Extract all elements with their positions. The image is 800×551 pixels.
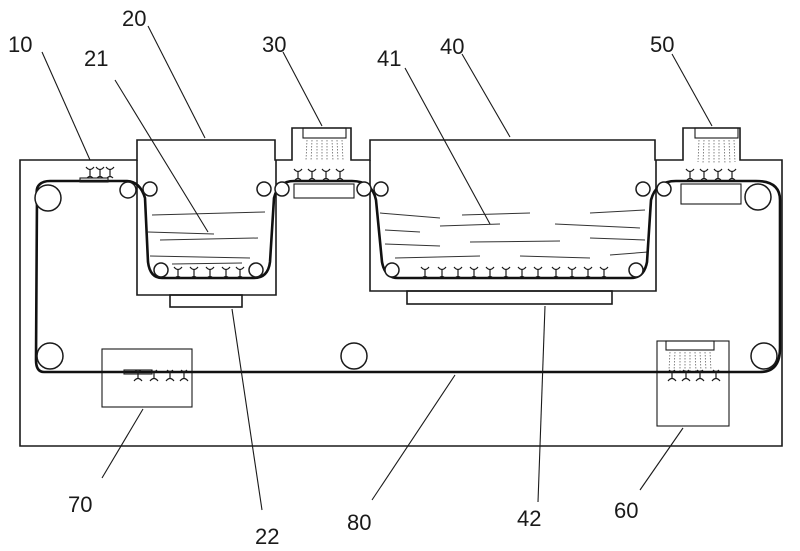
roller: [744, 183, 772, 211]
label-40: 40: [440, 34, 464, 59]
roller: [356, 181, 372, 197]
roller: [119, 181, 137, 199]
label-30: 30: [262, 32, 286, 57]
sprayer-30-head: [302, 127, 347, 139]
heater-42: [406, 290, 613, 305]
label-42: 42: [517, 506, 541, 531]
roller: [274, 181, 290, 197]
roller: [750, 342, 778, 370]
leader-lines: [41, 25, 713, 511]
roller: [248, 262, 264, 278]
tank-40-liquid: [379, 209, 649, 259]
housing-outline: [19, 127, 783, 447]
label-22: 22: [255, 524, 279, 549]
roller: [142, 181, 158, 197]
sprayer-50-head: [694, 127, 739, 139]
reference-labels: 10 20 21 30 40 41 50 70 80 22 42 60: [8, 6, 674, 549]
roller: [384, 262, 400, 278]
tank-20-liquid: [147, 211, 266, 265]
roller: [153, 262, 169, 278]
sprayer-30-spray: [305, 139, 344, 162]
label-80: 80: [347, 510, 371, 535]
label-60: 60: [614, 498, 638, 523]
roller: [373, 181, 389, 197]
label-21: 21: [84, 46, 108, 71]
roller: [34, 184, 62, 212]
label-50: 50: [650, 32, 674, 57]
label-10: 10: [8, 32, 32, 57]
label-20: 20: [122, 6, 146, 31]
heater-22: [169, 294, 243, 308]
label-41: 41: [377, 46, 401, 71]
roller: [656, 181, 672, 197]
label-70: 70: [68, 492, 92, 517]
sprayer-30-tray: [293, 183, 355, 199]
tank-40-box: [369, 160, 657, 292]
workpieces: [79, 166, 737, 382]
sprayer-50-tray: [680, 183, 742, 205]
station-60-spray: [668, 351, 712, 372]
roller: [36, 342, 64, 370]
sprayer-50-spray: [697, 139, 736, 165]
roller: [628, 262, 644, 278]
station-70-box: [101, 348, 193, 408]
station-60-head: [665, 340, 715, 351]
rollers: [34, 181, 778, 370]
roller: [340, 342, 368, 370]
roller: [256, 181, 272, 197]
conveyor-belt-80: [34, 179, 782, 374]
roller: [635, 181, 651, 197]
station-60-box: [656, 340, 730, 427]
